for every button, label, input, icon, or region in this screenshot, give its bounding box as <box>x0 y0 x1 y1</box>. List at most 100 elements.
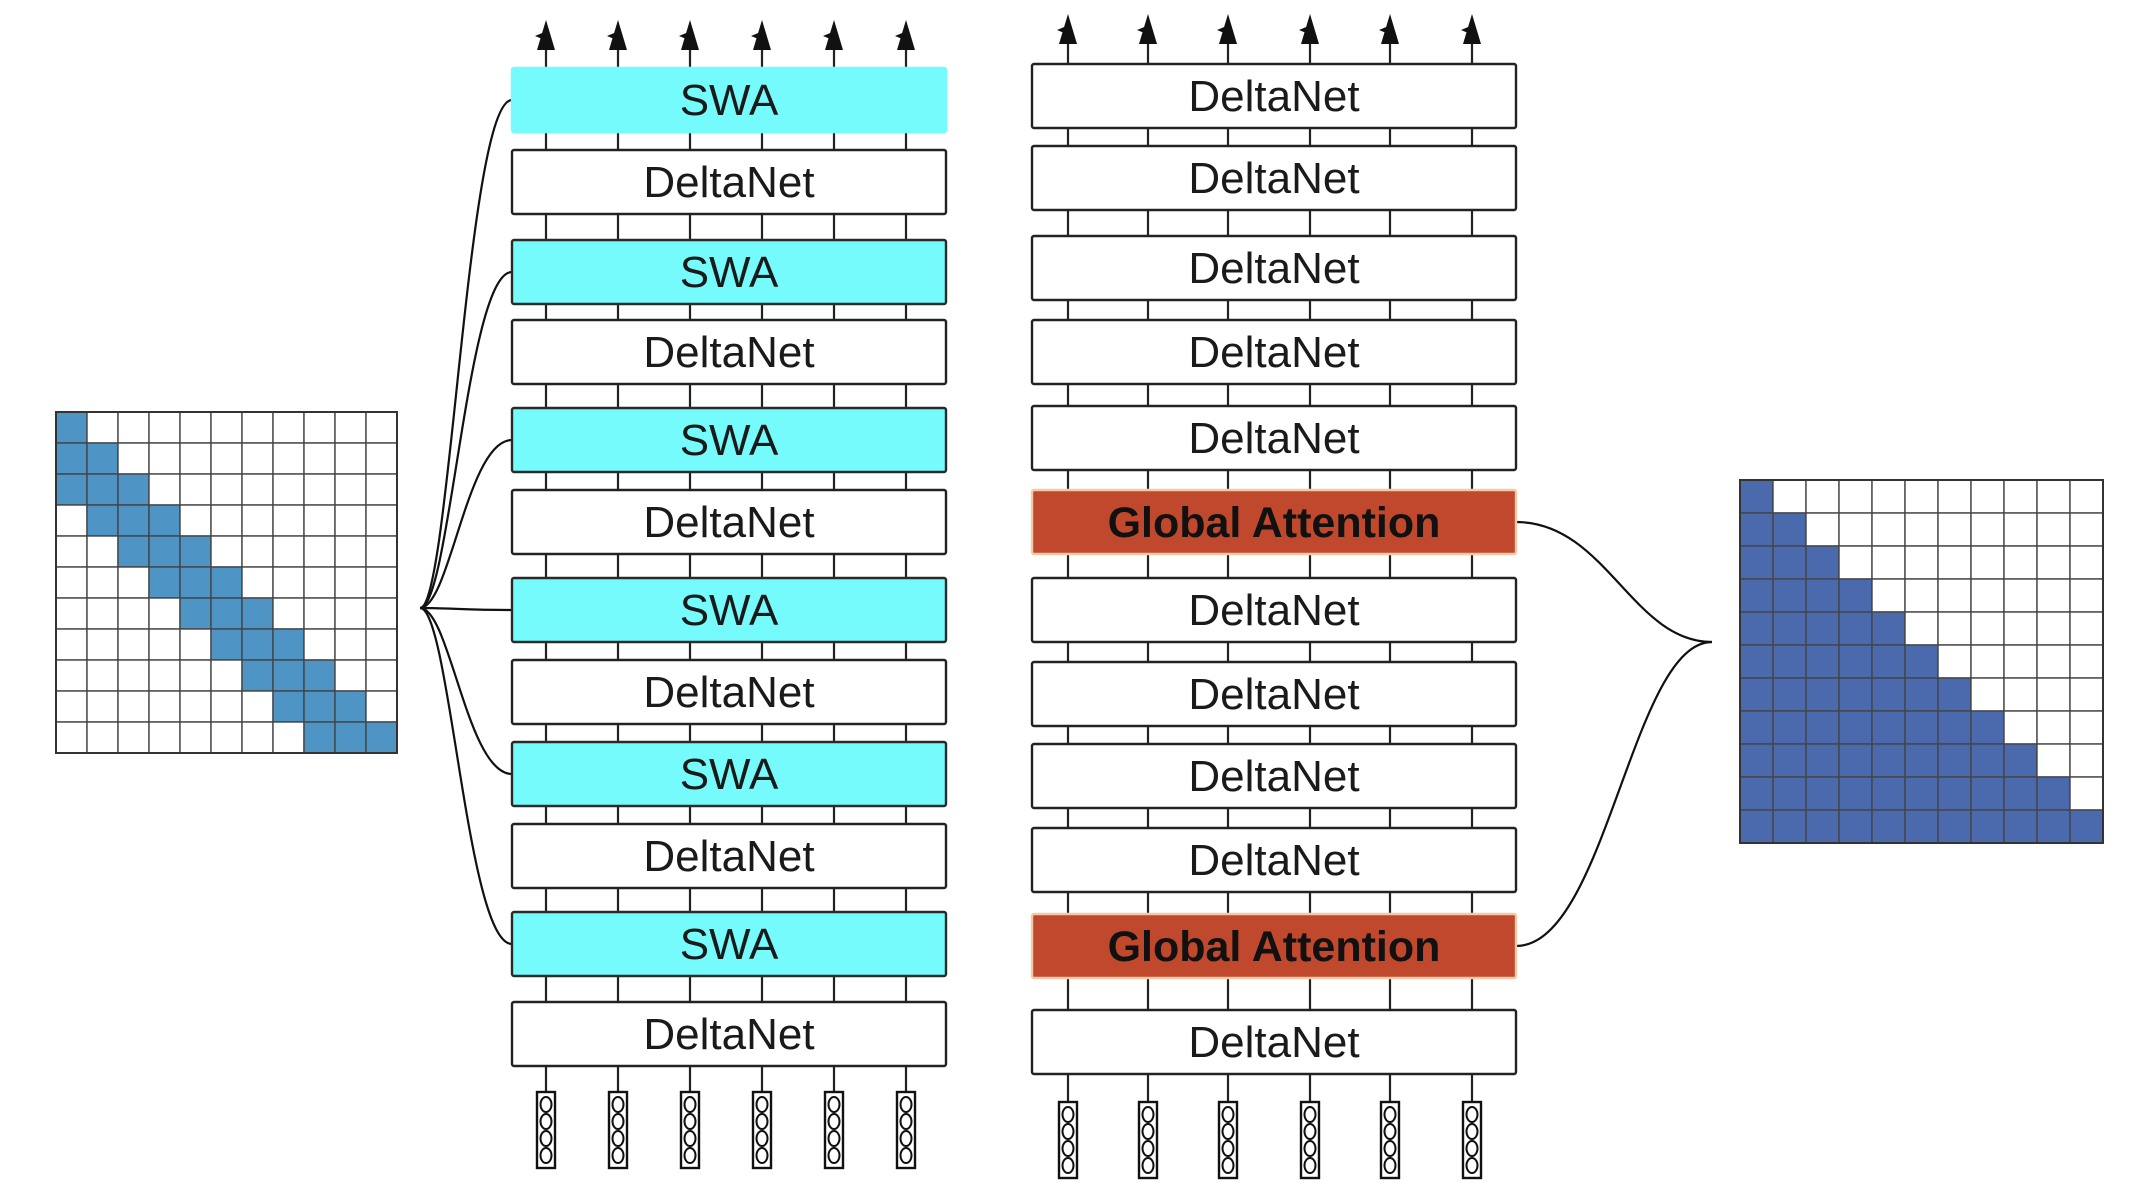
sliding-window-mask-matrix <box>55 411 398 754</box>
left-stack-layer-deltanet: DeltaNet <box>510 658 948 726</box>
right-stack-layer-box <box>1030 144 1518 212</box>
causal-mask-cell <box>1739 809 1774 844</box>
right-stack-layer-deltanet: DeltaNet <box>1030 1008 1518 1076</box>
causal-mask-cell <box>1904 644 1939 679</box>
left-stack-layer-label: SWA <box>680 586 779 635</box>
sliding-mask-cell <box>55 566 88 599</box>
right-stack-layer-global-attention: Global Attention <box>1030 912 1518 980</box>
causal-mask-cell <box>1772 776 1807 811</box>
causal-mask-cell <box>2069 809 2104 844</box>
causal-mask-cell <box>1739 578 1774 613</box>
sliding-mask-cell <box>55 411 88 444</box>
left-stack-layer-swa: SWA <box>510 66 948 134</box>
right-stack-layer-box <box>1030 742 1518 810</box>
causal-mask-cell <box>1871 809 1906 844</box>
sliding-mask-cell <box>241 411 274 444</box>
causal-mask-cell <box>2069 743 2104 778</box>
left-stack-layer-swa: SWA <box>510 406 948 474</box>
causal-mask-cell <box>1805 545 1840 580</box>
sliding-mask-cell <box>179 504 212 537</box>
causal-mask-cell <box>2003 743 2038 778</box>
left-stack-arrowhead-icon <box>537 20 555 50</box>
sliding-mask-cell <box>86 535 119 568</box>
sliding-mask-cell <box>117 628 150 661</box>
causal-mask-cell <box>1970 809 2005 844</box>
left-stack-layer-box <box>510 318 948 386</box>
sliding-mask-cell <box>148 566 181 599</box>
right-stack-layer-box <box>1030 826 1518 894</box>
right-stack-layer-label: DeltaNet <box>1188 1018 1359 1067</box>
sliding-mask-cell <box>272 442 305 475</box>
right-stack-arrowhead-icon <box>1381 14 1399 44</box>
causal-mask-cell <box>1772 644 1807 679</box>
causal-mask-cell <box>1805 677 1840 712</box>
sliding-mask-cell <box>179 659 212 692</box>
sliding-mask-cell <box>55 535 88 568</box>
causal-mask-cell <box>1904 743 1939 778</box>
left-stack-token-embedding-icon <box>607 1090 629 1170</box>
sliding-mask-cell <box>334 535 367 568</box>
sliding-mask-cell <box>303 411 336 444</box>
causal-mask-cell <box>2003 677 2038 712</box>
left-stack-token-embedding-icon <box>679 1090 701 1170</box>
sliding-mask-cell <box>179 690 212 723</box>
sliding-mask-cell <box>303 628 336 661</box>
causal-mask-cell <box>1970 743 2005 778</box>
sliding-mask-cell <box>86 442 119 475</box>
causal-mask-cell <box>1838 479 1873 514</box>
causal-mask-cell <box>1970 479 2005 514</box>
causal-mask-cell <box>1805 743 1840 778</box>
left-stack-arrowhead-icon <box>825 20 843 50</box>
causal-mask-cell <box>1838 611 1873 646</box>
causal-mask-cell <box>1739 743 1774 778</box>
sliding-mask-cell <box>86 566 119 599</box>
causal-mask-cell <box>2036 644 2071 679</box>
sliding-mask-cell <box>55 659 88 692</box>
causal-mask-cell <box>2069 512 2104 547</box>
causal-mask-cell <box>1937 578 1972 613</box>
right-stack-layer-deltanet: DeltaNet <box>1030 660 1518 728</box>
causal-mask-cell <box>1838 512 1873 547</box>
sliding-mask-cell <box>365 566 398 599</box>
causal-mask-cell <box>1871 479 1906 514</box>
right-stack-layer-box <box>1030 234 1518 302</box>
sliding-mask-cell <box>117 442 150 475</box>
causal-mask-cell <box>1772 545 1807 580</box>
causal-mask-cell <box>1904 677 1939 712</box>
sliding-mask-cell <box>148 690 181 723</box>
causal-mask-cell <box>1871 776 1906 811</box>
sliding-mask-cell <box>86 473 119 506</box>
causal-mask-cell <box>1937 809 1972 844</box>
causal-mask-cell <box>1904 809 1939 844</box>
right-stack-layer-label: DeltaNet <box>1188 670 1359 719</box>
sliding-mask-cell <box>210 597 243 630</box>
sliding-mask-cell <box>241 566 274 599</box>
causal-mask-cell <box>2036 611 2071 646</box>
swa-mask-connector <box>419 270 513 610</box>
left-stack-layer-label: DeltaNet <box>643 498 814 547</box>
causal-mask-cell <box>1772 710 1807 745</box>
sliding-mask-cell <box>179 721 212 754</box>
causal-mask-cell <box>2003 545 2038 580</box>
sliding-mask-cell <box>334 690 367 723</box>
left-stack-layer-box <box>510 1000 948 1068</box>
sliding-mask-cell <box>241 690 274 723</box>
sliding-mask-cell <box>210 504 243 537</box>
causal-mask-cell <box>1970 710 2005 745</box>
left-stack-layer-swa: SWA <box>510 238 948 306</box>
sliding-mask-cell <box>365 721 398 754</box>
causal-mask-cell <box>1838 809 1873 844</box>
global-attention-mask-connector <box>1515 640 1713 948</box>
causal-mask-cell <box>1838 578 1873 613</box>
sliding-mask-cell <box>365 535 398 568</box>
causal-mask-cell <box>2036 809 2071 844</box>
right-stack-layer-label: DeltaNet <box>1188 328 1359 377</box>
left-stack-layer-box <box>510 822 948 890</box>
right-stack-layer-deltanet: DeltaNet <box>1030 826 1518 894</box>
causal-mask-cell <box>1739 479 1774 514</box>
sliding-mask-cell <box>55 690 88 723</box>
causal-mask-cell <box>2036 512 2071 547</box>
causal-mask-cell <box>1805 512 1840 547</box>
causal-mask-cell <box>1739 677 1774 712</box>
right-stack-layer-box <box>1030 62 1518 130</box>
